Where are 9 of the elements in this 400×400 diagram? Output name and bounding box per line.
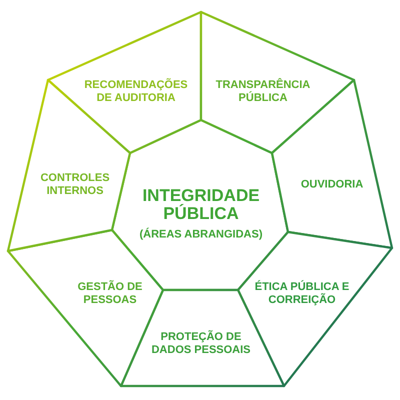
- segment-label: PROTEÇÃO DE DADOS PESSOAIS: [150, 331, 252, 357]
- segment-label: RECOMENDAÇÕES DE AUDITORIA: [83, 79, 189, 105]
- segment-label: GESTÃO DE PESSOAS: [76, 281, 144, 307]
- segment-label: OUVIDORIA: [300, 178, 364, 192]
- segment-label: TRANSPARÊNCIA PÚBLICA: [214, 79, 312, 105]
- center-title: INTEGRIDADE PÚBLICA: [141, 187, 261, 223]
- center-subtitle: (ÁREAS ABRANGIDAS): [138, 228, 264, 242]
- segment-label: CONTROLES INTERNOS: [39, 172, 111, 198]
- segment-label: ÉTICA PÚBLICA E CORREIÇÃO: [254, 281, 350, 307]
